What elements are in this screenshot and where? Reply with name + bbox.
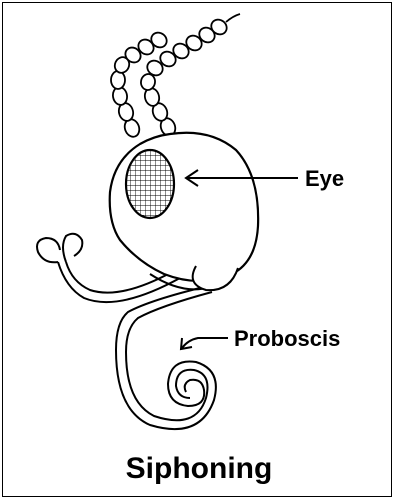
insect-head-icon bbox=[110, 133, 258, 290]
eye-label: Eye bbox=[305, 166, 344, 192]
diagram-caption: Siphoning bbox=[0, 452, 398, 486]
antenna-icon bbox=[111, 14, 240, 139]
proboscis-label: Proboscis bbox=[234, 326, 340, 352]
proboscis-pointer-arrow bbox=[181, 338, 228, 349]
